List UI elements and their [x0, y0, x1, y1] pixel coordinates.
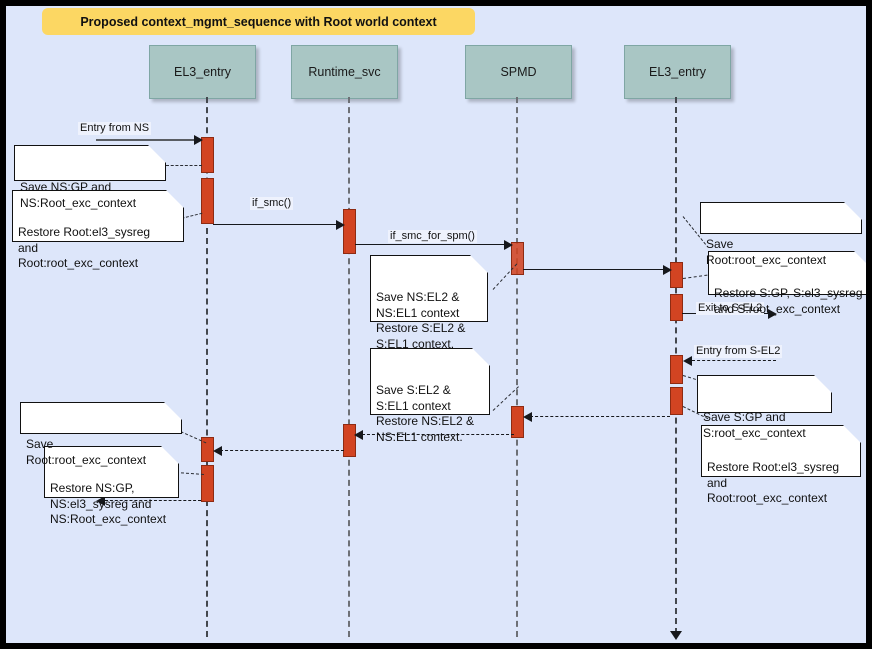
note-anchor-10: [175, 472, 204, 475]
message-arrow-if-smc-for-spm: [504, 240, 513, 250]
message-label-if-smc-for-spm: if_smc_for_spm(): [388, 230, 477, 243]
lifeline-runtime-svc: [348, 97, 350, 637]
note-fold-icon: [843, 425, 861, 443]
note-fold-icon: [844, 202, 862, 220]
message-arrow-entry-from-ns: [194, 135, 203, 145]
lifeline-end-arrow-icon: [670, 631, 682, 640]
message-arrow-spmd-to-runtime-svc: [354, 430, 363, 440]
message-line-el3-right-to-spmd: [530, 416, 670, 417]
message-label-exit-to-s-el2: Exit to S-EL2: [696, 302, 765, 315]
activation-runtime-svc-1: [343, 209, 356, 254]
note-fold-icon: [472, 348, 490, 366]
message-label-entry-from-ns: Entry from NS: [78, 122, 152, 135]
activation-spmd-1: [511, 242, 524, 275]
activation-el3-right-3: [670, 355, 683, 384]
activation-spmd-2: [511, 406, 524, 438]
message-arrow-exit-to-s-el2: [768, 309, 777, 319]
activation-el3-left-2: [201, 178, 214, 224]
note-save-s-el2-restore-ns-el2: Save S:EL2 & S:EL1 context Restore NS:EL…: [370, 348, 490, 444]
participant-runtime-svc[interactable]: Runtime_svc: [291, 45, 398, 99]
message-arrow-runtime-svc-to-el3-left: [213, 446, 222, 456]
note-fold-icon: [854, 251, 866, 269]
participant-label: EL3_entry: [649, 65, 706, 79]
note-fold-icon: [814, 375, 832, 393]
message-line-spmd-to-el3-right: [523, 269, 668, 270]
participant-label: SPMD: [500, 65, 537, 79]
note-fold-icon: [161, 446, 179, 464]
participant-label: Runtime_svc: [308, 65, 381, 79]
note-anchor-3: [492, 263, 518, 290]
message-arrow-if-smc: [336, 220, 345, 230]
message-arrow-el3-right-to-spmd: [523, 412, 532, 422]
participant-el3-entry-left[interactable]: EL3_entry: [149, 45, 256, 99]
note-save-ns-gp: Save NS:GP and NS:Root_exc_context: [14, 145, 166, 210]
note-save-ns-el2-restore-s-el2: Save NS:EL2 & NS:EL1 context Restore S:E…: [370, 255, 488, 351]
note-save-root-exc-context-left: Save Root:root_exc_context: [20, 402, 182, 467]
activation-el3-left-1: [201, 137, 214, 173]
message-line-entry-from-s-el2: [692, 360, 776, 361]
message-line-if-smc: [213, 224, 341, 225]
note-fold-icon: [164, 402, 182, 420]
message-line-el3-left-exit: [105, 500, 201, 501]
message-arrow-entry-from-s-el2: [683, 356, 692, 366]
note-restore-root-el3-sysreg-right: Restore Root:el3_sysreg and Root:root_ex…: [701, 425, 861, 505]
message-line-entry-from-ns: [96, 139, 197, 141]
message-line-if-smc-for-spm: [355, 244, 509, 245]
activation-el3-right-1: [670, 262, 683, 288]
note-anchor-1: [166, 165, 202, 166]
participant-el3-entry-right[interactable]: EL3_entry: [624, 45, 731, 99]
message-line-spmd-to-runtime-svc: [362, 434, 514, 435]
participant-label: EL3_entry: [174, 65, 231, 79]
message-label-if-smc: if_smc(): [250, 197, 294, 210]
note-restore-s-gp: Restore S:GP, S:el3_sysreg and S:root_ex…: [708, 251, 866, 316]
activation-el3-right-2: [670, 294, 683, 321]
note-fold-icon: [470, 255, 488, 273]
message-arrow-spmd-to-el3-right: [663, 265, 672, 275]
lifeline-spmd: [516, 97, 518, 637]
lifeline-el3-entry-left: [206, 97, 208, 637]
note-restore-root-el3-sysreg-left: Restore Root:el3_sysreg and Root:root_ex…: [12, 190, 184, 270]
participant-spmd[interactable]: SPMD: [465, 45, 572, 99]
message-label-entry-from-s-el2: Entry from S-EL2: [694, 345, 783, 358]
message-arrow-el3-left-exit: [96, 496, 105, 506]
note-restore-ns-gp: Restore NS:GP, NS:el3_sysreg and NS:Root…: [44, 446, 179, 526]
diagram-title: Proposed context_mgmt_sequence with Root…: [80, 14, 437, 29]
note-save-s-gp: Save S:GP and S:root_exc_context: [697, 375, 832, 440]
note-fold-icon: [166, 190, 184, 208]
diagram-title-banner: Proposed context_mgmt_sequence with Root…: [42, 8, 475, 35]
activation-el3-right-4: [670, 387, 683, 415]
activation-el3-left-4: [201, 465, 214, 502]
note-fold-icon: [148, 145, 166, 163]
sequence-diagram-canvas: Proposed context_mgmt_sequence with Root…: [6, 6, 866, 643]
note-save-root-exc-context-right: Save Root:root_exc_context: [700, 202, 862, 267]
message-line-runtime-svc-to-el3-left: [220, 450, 344, 451]
activation-runtime-svc-2: [343, 424, 356, 457]
